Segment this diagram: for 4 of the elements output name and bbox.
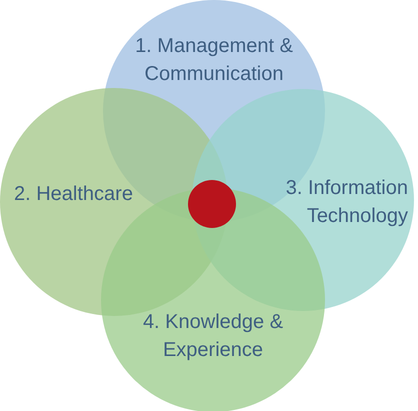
circle-label: 3. Information Technology [284, 176, 408, 229]
circle-label: 1. Management & Communication [134, 34, 294, 87]
circle-label: 2. Healthcare [14, 182, 134, 207]
circle-label: 4. Knowledge & Experience [142, 310, 284, 363]
